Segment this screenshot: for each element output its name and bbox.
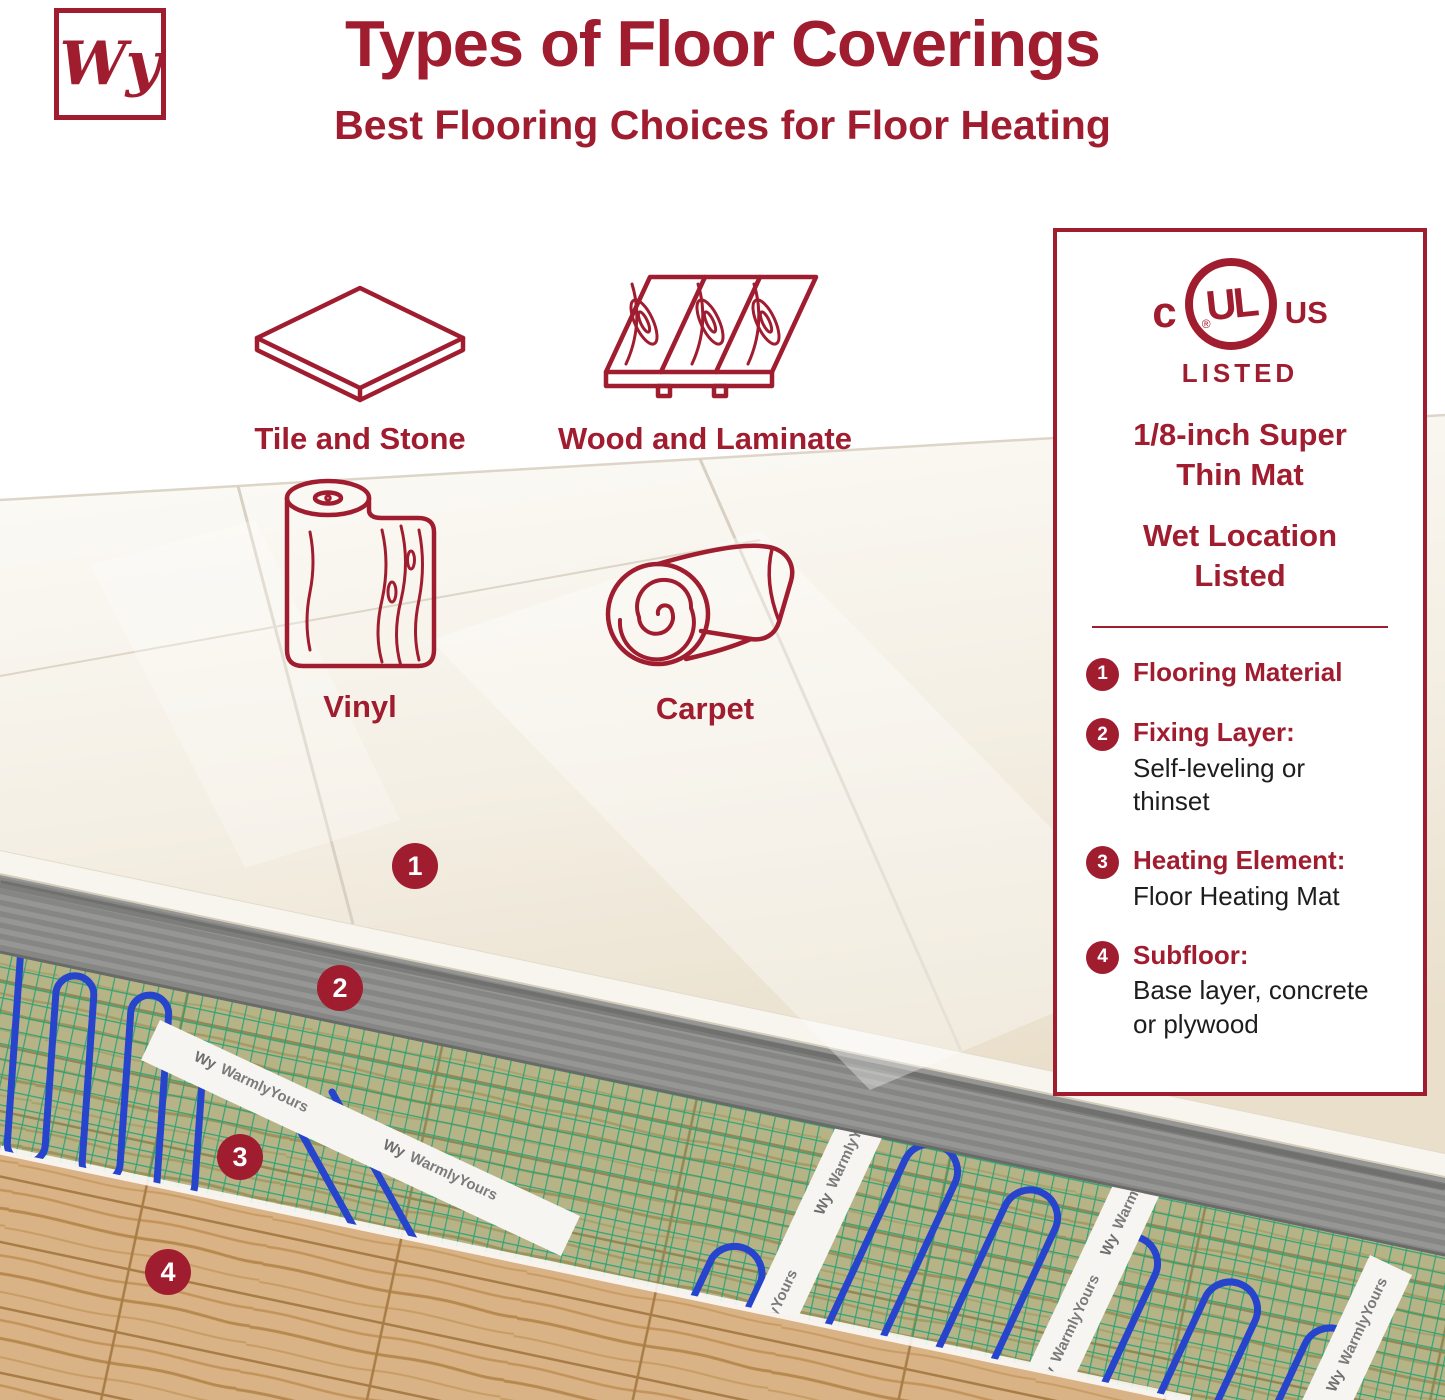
ul-mark-letters: UL — [1203, 277, 1258, 330]
vinyl-icon — [284, 478, 437, 669]
flooring-type-label: Vinyl — [323, 689, 397, 724]
legend-number: 2 — [1097, 723, 1108, 745]
svg-text:4: 4 — [160, 1257, 175, 1287]
feature-thin-mat: 1/8-inch Super Thin Mat — [1133, 417, 1347, 492]
legend-title: Heating Element: — [1133, 845, 1346, 876]
legend-description: Floor Heating Mat — [1133, 880, 1340, 911]
layer-markers: 1 2 3 4 — [145, 843, 438, 1295]
legend-item-2: 2 Fixing Layer: Self-leveling or thinset — [1086, 716, 1394, 819]
ul-certification-mark: c UL ® US — [1152, 258, 1328, 350]
legend-item-3: 3 Heating Element: Floor Heating Mat — [1086, 844, 1394, 913]
legend-item-4: 4 Subfloor: Base layer, concrete or plyw… — [1086, 939, 1394, 1042]
legend-badge-3: 3 — [1086, 846, 1119, 880]
flooring-type-label: Wood and Laminate — [558, 421, 852, 456]
wood-and-laminate-icon — [603, 274, 818, 399]
legend-badge-1: 1 — [1086, 657, 1119, 691]
poster-subtitle: Best Flooring Choices for Floor Heating — [334, 102, 1111, 148]
svg-text:1: 1 — [407, 851, 422, 881]
legend-badge-2: 2 — [1086, 718, 1119, 752]
ul-listed-text: LISTED — [1181, 358, 1299, 388]
layer-marker-4: 4 — [145, 1249, 191, 1295]
ul-mark-suffix: US — [1284, 295, 1328, 330]
legend-title: Flooring Material — [1133, 656, 1343, 687]
legend-text: Subfloor: Base layer, concrete or plywoo… — [1133, 939, 1385, 1042]
registered-symbol: ® — [1201, 317, 1211, 331]
brand-logo-monogram: Wy — [59, 29, 161, 99]
thinset-layer — [0, 850, 1445, 1257]
legend-title: Fixing Layer: — [1133, 717, 1295, 748]
layer-marker-2: 2 — [317, 965, 363, 1011]
legend-text: Heating Element: Floor Heating Mat — [1133, 844, 1345, 913]
spec-panel: c UL ® US LISTED 1/8-inch Super Thin Mat… — [1053, 228, 1427, 1096]
brand-logo: Wy — [54, 8, 166, 120]
legend-badge-4: 4 — [1086, 940, 1119, 974]
legend-text: Flooring Material — [1133, 656, 1342, 692]
flooring-type-label: Carpet — [655, 691, 755, 726]
legend-number: 4 — [1097, 946, 1108, 968]
panel-divider — [1092, 625, 1388, 628]
ul-mark-prefix: c — [1152, 288, 1177, 337]
ul-mark-circle: UL ® — [1184, 258, 1277, 350]
poster-title: Types of Floor Coverings — [345, 7, 1101, 80]
svg-text:3: 3 — [232, 1142, 247, 1172]
carpet-icon — [605, 543, 794, 667]
tile-and-stone-icon — [254, 285, 465, 403]
flooring-type-carpet: Carpet — [580, 492, 830, 727]
svg-text:2: 2 — [332, 973, 347, 1003]
feature-wet-location: Wet Location Listed — [1142, 518, 1338, 594]
flooring-type-wood-and-laminate: Wood and Laminate — [552, 272, 858, 457]
legend-number: 1 — [1097, 663, 1108, 685]
layer-marker-1: 1 — [392, 843, 438, 889]
legend-title: Subfloor: — [1133, 939, 1249, 970]
legend-number: 3 — [1097, 851, 1108, 873]
legend-description: Self-leveling or thinset — [1133, 752, 1305, 817]
legend-item-1: 1 Flooring Material — [1086, 656, 1394, 692]
flooring-type-vinyl: Vinyl — [258, 470, 462, 725]
flooring-type-tile-and-stone: Tile and Stone — [215, 282, 505, 457]
layer-marker-3: 3 — [217, 1134, 263, 1180]
legend-description: Base layer, concrete or plywood — [1133, 975, 1369, 1039]
flooring-type-label: Tile and Stone — [254, 421, 466, 456]
legend-text: Fixing Layer: Self-leveling or thinset — [1133, 716, 1385, 819]
